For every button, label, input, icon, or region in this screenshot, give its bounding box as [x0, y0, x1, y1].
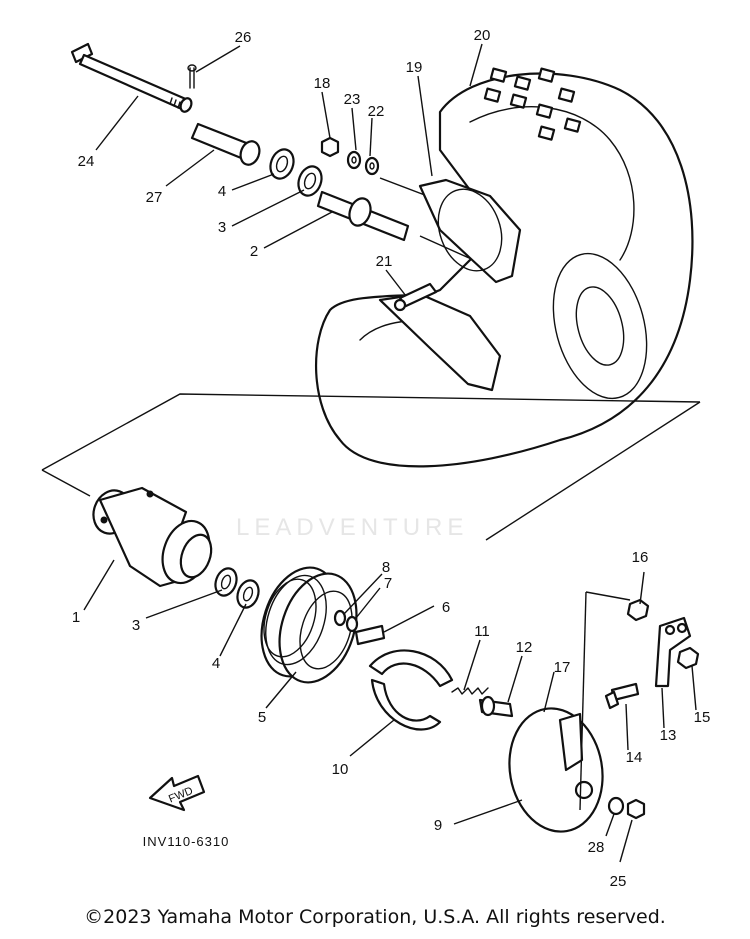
callout-labels: 26 24 27 4 3 2 18 23 22 19 20 21 1 3 4 5…	[72, 27, 711, 890]
brake-arm	[654, 616, 692, 688]
callout-17: 17	[554, 659, 571, 676]
valve-stem	[393, 282, 438, 312]
callout-6: 6	[442, 599, 450, 616]
callout-16: 16	[632, 549, 649, 566]
bearing-lower-inner	[236, 579, 260, 609]
callout-3-upper: 3	[218, 219, 226, 236]
callout-8: 8	[382, 559, 390, 576]
nut-washer-lower	[607, 796, 646, 820]
drum-bolt-washer	[333, 609, 386, 646]
callout-2: 2	[250, 243, 258, 260]
bearing-lower-outer	[214, 567, 238, 597]
fwd-direction-arrow-icon: FWD	[148, 774, 206, 812]
leader-lines	[83, 43, 697, 863]
callout-4-upper: 4	[218, 183, 226, 200]
callout-15: 15	[694, 709, 711, 726]
callout-22: 22	[368, 103, 385, 120]
callout-28: 28	[588, 839, 605, 856]
callout-12: 12	[516, 639, 533, 656]
bearing-upper-inner	[297, 165, 323, 197]
callout-1: 1	[72, 609, 80, 626]
arm-bolt-nuts	[604, 598, 700, 710]
callout-25: 25	[610, 873, 627, 890]
callout-3-lower: 3	[132, 617, 140, 634]
copyright-notice: ©2023 Yamaha Motor Corporation, U.S.A. A…	[84, 906, 666, 928]
callout-7: 7	[384, 575, 392, 592]
callout-5: 5	[258, 709, 266, 726]
rim-inner-half	[378, 252, 648, 400]
cotter-pin	[187, 64, 197, 89]
callout-18: 18	[314, 75, 331, 92]
wheel-hub	[92, 486, 213, 588]
rim-outer-half	[418, 178, 522, 284]
callout-13: 13	[660, 727, 677, 744]
callout-20: 20	[474, 27, 491, 44]
nut-washers	[320, 136, 380, 176]
brake-shoes	[368, 649, 454, 731]
hub-spacer	[316, 190, 410, 242]
bearing-upper-outer	[269, 148, 295, 180]
callout-27: 27	[146, 189, 163, 206]
callout-21: 21	[376, 253, 393, 270]
axle-spacer-collar	[190, 122, 261, 166]
callout-11: 11	[474, 623, 490, 640]
callout-24: 24	[78, 153, 95, 170]
callout-14: 14	[626, 749, 643, 766]
callout-9: 9	[434, 817, 442, 834]
callout-4-lower: 4	[212, 655, 220, 672]
callout-10: 10	[332, 761, 349, 778]
brake-cam	[478, 695, 514, 718]
callout-26: 26	[235, 29, 252, 46]
shoe-spring	[451, 687, 489, 695]
diagram-code: INV110-6310	[143, 834, 230, 849]
watermark-text: LEADVENTURE	[236, 514, 469, 541]
callout-19: 19	[406, 59, 423, 76]
brake-panel	[508, 707, 604, 833]
brake-drum	[260, 566, 358, 684]
axle-bolt	[70, 42, 193, 113]
callout-23: 23	[344, 91, 361, 108]
